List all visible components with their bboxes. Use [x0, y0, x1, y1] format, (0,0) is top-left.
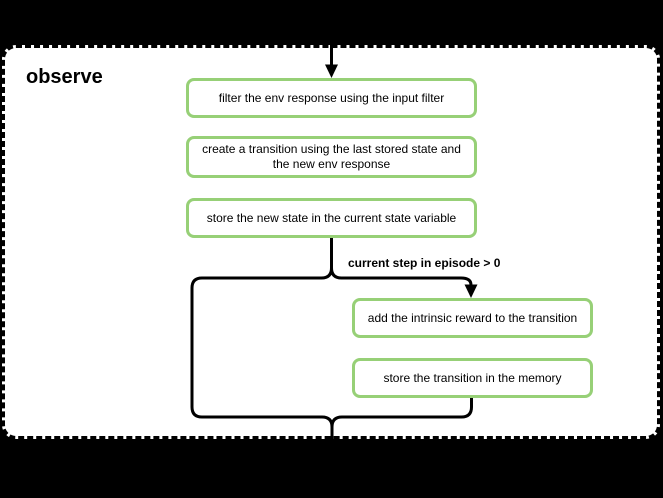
- connector-merge-right: [330, 398, 473, 441]
- flow-node-store-new-state: store the new state in the current state…: [186, 198, 477, 238]
- flow-node-label: store the transition in the memory: [383, 370, 562, 385]
- flow-node-store-transition: store the transition in the memory: [352, 358, 593, 398]
- flow-node-create-transition: create a transition using the last store…: [186, 136, 477, 178]
- flow-node-add-intrinsic-reward: add the intrinsic reward to the transiti…: [352, 298, 593, 338]
- connector-bypass-left: [190, 238, 334, 441]
- branch-condition-label: current step in episode > 0: [348, 256, 501, 270]
- flow-node-label: add the intrinsic reward to the transiti…: [367, 310, 578, 325]
- arrowhead-branch: [464, 284, 478, 298]
- flow-node-label: store the new state in the current state…: [206, 210, 457, 225]
- arrowhead-entry: [325, 64, 338, 78]
- flow-node-filter-env-response: filter the env response using the input …: [186, 78, 477, 118]
- group-title: observe: [26, 66, 103, 88]
- connector-entry: [325, 20, 338, 78]
- connector-branch-right: [330, 238, 478, 298]
- flow-node-label: create a transition using the last store…: [202, 142, 461, 171]
- flow-node-label: filter the env response using the input …: [218, 90, 445, 105]
